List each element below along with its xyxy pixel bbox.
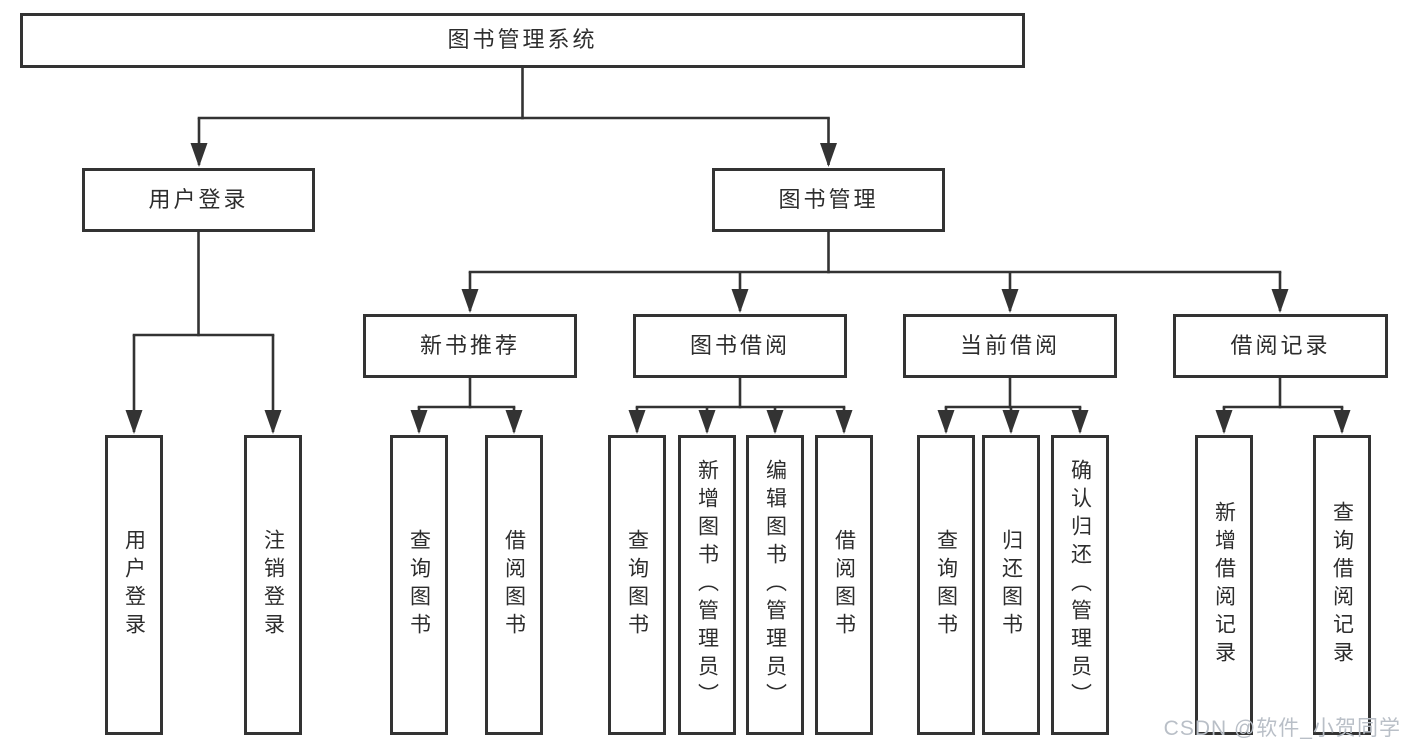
node-book-management: 图书管理	[712, 168, 945, 232]
leaf-query-borrow-record: 查询借阅记录	[1313, 435, 1371, 735]
leaf-borrow-books: 借阅图书	[815, 435, 873, 735]
leaf-user-login: 用户登录	[105, 435, 163, 735]
leaf-add-borrow-record: 新增借阅记录	[1195, 435, 1253, 735]
node-borrow-records: 借阅记录	[1173, 314, 1388, 378]
node-new-book-recommend: 新书推荐	[363, 314, 577, 378]
leaf-query-books-borrow: 查询图书	[608, 435, 666, 735]
leaf-edit-book-admin: 编辑图书（管理员）	[746, 435, 804, 735]
leaf-confirm-return-admin: 确认归还（管理员）	[1051, 435, 1109, 735]
csdn-watermark: CSDN @软件_小贺同学	[1163, 717, 1401, 740]
leaf-add-book-admin: 新增图书（管理员）	[678, 435, 736, 735]
leaf-borrow-books-recommend: 借阅图书	[485, 435, 543, 735]
node-book-borrowing: 图书借阅	[633, 314, 847, 378]
leaf-query-books-current: 查询图书	[917, 435, 975, 735]
node-root-system: 图书管理系统	[20, 13, 1025, 68]
leaf-query-books-recommend: 查询图书	[390, 435, 448, 735]
leaf-return-book: 归还图书	[982, 435, 1040, 735]
node-user-login: 用户登录	[82, 168, 315, 232]
leaf-logout: 注销登录	[244, 435, 302, 735]
node-current-borrowing: 当前借阅	[903, 314, 1117, 378]
